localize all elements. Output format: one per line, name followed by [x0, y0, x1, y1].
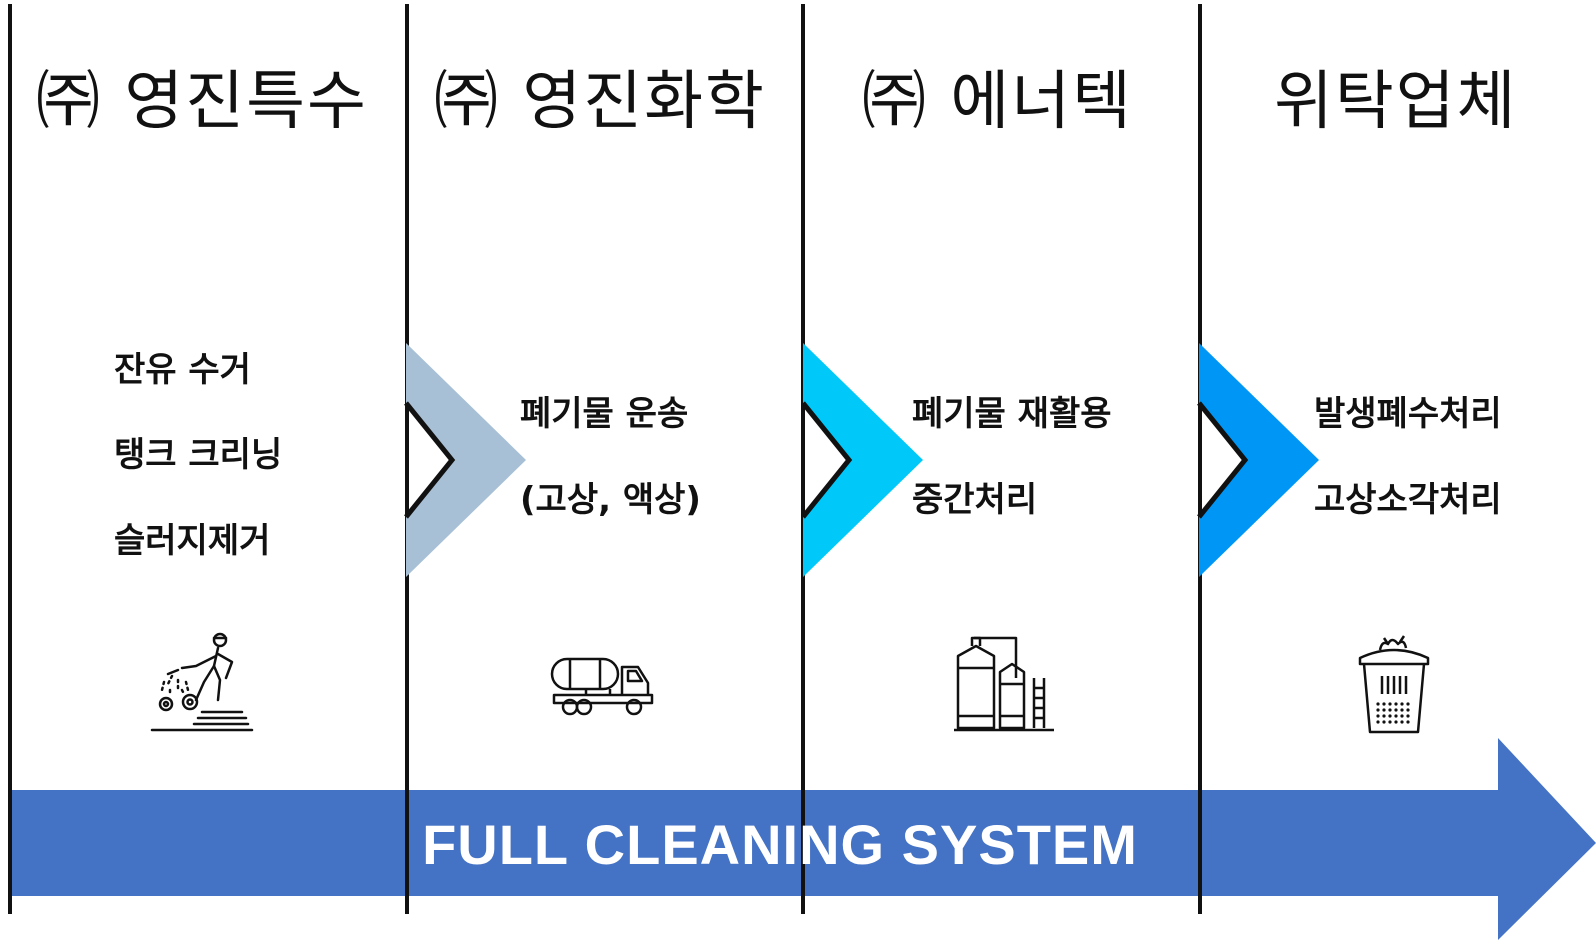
service-item: 발생폐수처리	[1314, 394, 1502, 434]
divider-line-2	[405, 4, 409, 914]
divider-line-1	[8, 4, 12, 914]
trash-bin-icon	[1358, 635, 1430, 734]
service-item: 잔유 수거	[114, 350, 251, 390]
chevron-arrow-1	[404, 343, 526, 577]
service-item: 폐기물 재활용	[912, 394, 1112, 434]
service-item: (고상, 액상)	[520, 480, 701, 520]
service-item: 폐기물 운송	[520, 394, 689, 434]
service-item: 탱크 크리닝	[114, 435, 283, 475]
column-title-contractor: 위탁업체	[1274, 65, 1518, 139]
chevron-arrow-3	[1197, 343, 1319, 577]
column-title-yeongjin-special: ㈜ 영진특수	[36, 65, 368, 139]
chevron-arrow-2	[801, 343, 923, 577]
tanker-truck-icon	[550, 657, 654, 716]
worker-cleaning-icon	[150, 632, 254, 732]
service-item: 중간처리	[912, 480, 1038, 520]
column-title-yeongjin-chemical: ㈜ 영진화학	[434, 65, 766, 139]
divider-line-3	[801, 4, 805, 914]
factory-tanks-icon	[954, 636, 1054, 732]
column-title-enertech: ㈜ 에너텍	[862, 65, 1133, 139]
service-item: 고상소각처리	[1314, 480, 1502, 520]
banner-label: FULL CLEANING SYSTEM	[422, 813, 1138, 876]
service-item: 슬러지제거	[114, 521, 271, 561]
divider-line-4	[1198, 4, 1202, 914]
